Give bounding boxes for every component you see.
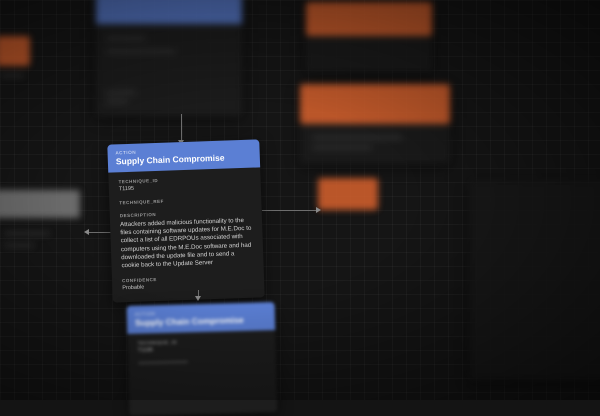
- connector-top: [181, 114, 183, 142]
- connector-arrow-icon: [316, 207, 321, 213]
- field-value-description: Attackers added malicious functionality …: [119, 216, 252, 270]
- asset-node-right-2[interactable]: [300, 84, 450, 164]
- node-body: TECHNIQUE_ID T1195: [127, 330, 276, 371]
- ghost-text: [4, 232, 50, 235]
- ghost-text: [312, 146, 372, 149]
- asset-node-right-3[interactable]: [318, 178, 378, 210]
- asset-node-right-1[interactable]: [306, 2, 432, 72]
- ghost-text: [4, 244, 34, 247]
- ghost-text: [312, 136, 402, 139]
- asset-node-header: [300, 84, 450, 124]
- ghost-text: [106, 37, 146, 40]
- ghost-text: [106, 50, 176, 53]
- action-node-supply-chain-2[interactable]: ACTION Supply Chain Compromise TECHNIQUE…: [126, 302, 278, 416]
- node-title: Supply Chain Compromise: [134, 314, 244, 328]
- node-body: [96, 24, 242, 109]
- asset-node-left[interactable]: [0, 36, 30, 66]
- ghost-text: [138, 360, 189, 365]
- node-far-right[interactable]: [470, 180, 600, 380]
- node-body: TECHNIQUE_ID T1195 TECHNIQUE_REF DESCRIP…: [108, 167, 264, 297]
- ghost-text: [106, 100, 128, 103]
- field-value-technique-id: T1195: [137, 347, 154, 354]
- action-node-supply-chain[interactable]: ACTION Supply Chain Compromise TECHNIQUE…: [107, 139, 265, 303]
- ghost-text: [0, 74, 24, 77]
- connector-right: [262, 210, 318, 212]
- ghost-text: [106, 91, 136, 94]
- connector-arrow-icon: [195, 296, 201, 301]
- field-label-technique-ref: TECHNIQUE_REF: [119, 198, 164, 206]
- connector-arrow-icon: [84, 229, 89, 235]
- action-node-top[interactable]: [96, 0, 242, 116]
- node-header: ACTION Supply Chain Compromise: [126, 302, 276, 334]
- asset-node-header: [306, 2, 432, 36]
- node-header: [96, 0, 242, 24]
- grey-node-left[interactable]: [0, 190, 80, 218]
